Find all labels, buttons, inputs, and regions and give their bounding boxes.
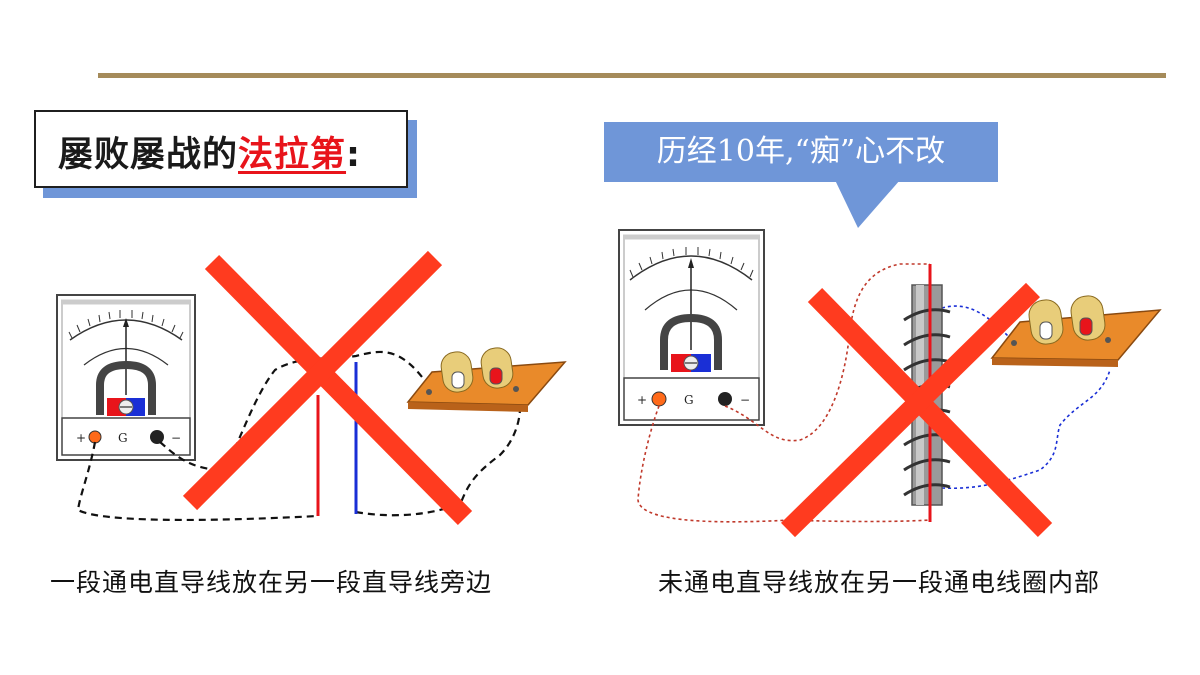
- right-meter-plus: +: [637, 393, 647, 407]
- left-meter-g: G: [118, 431, 128, 445]
- right-caption: 未通电直导线放在另一段通电线圈内部: [658, 568, 1101, 597]
- cross-icon: [182, 250, 473, 526]
- title-suffix: :: [346, 135, 362, 175]
- title-prefix: 屡败屡战的: [58, 135, 239, 175]
- title-box: 屡败屡战的法拉第:: [34, 110, 408, 188]
- right-blue-dotted-wire: [941, 305, 1111, 490]
- left-meter-minus: −: [171, 431, 181, 445]
- galvanometer-icon: [618, 229, 765, 426]
- right-meter-g: G: [684, 393, 694, 407]
- left-caption: 一段通电直导线放在另一段直导线旁边: [50, 568, 493, 597]
- page-title: 屡败屡战的法拉第:: [58, 126, 361, 177]
- galvanometer-icon: [56, 294, 196, 461]
- speech-bubble: [604, 122, 998, 228]
- right-red-dotted-wire: [637, 263, 931, 523]
- top-divider-line: [98, 73, 1166, 78]
- speech-bubble-text: 历经10年,“痴”心不改: [656, 134, 946, 169]
- battery-icon: [406, 347, 567, 412]
- title-highlight: 法拉第: [238, 135, 347, 175]
- left-meter-plus: +: [76, 431, 86, 445]
- right-meter-minus: −: [740, 393, 750, 407]
- left-dashed-wire: [76, 350, 522, 522]
- cross-icon: [781, 282, 1053, 538]
- battery-icon: [990, 295, 1162, 367]
